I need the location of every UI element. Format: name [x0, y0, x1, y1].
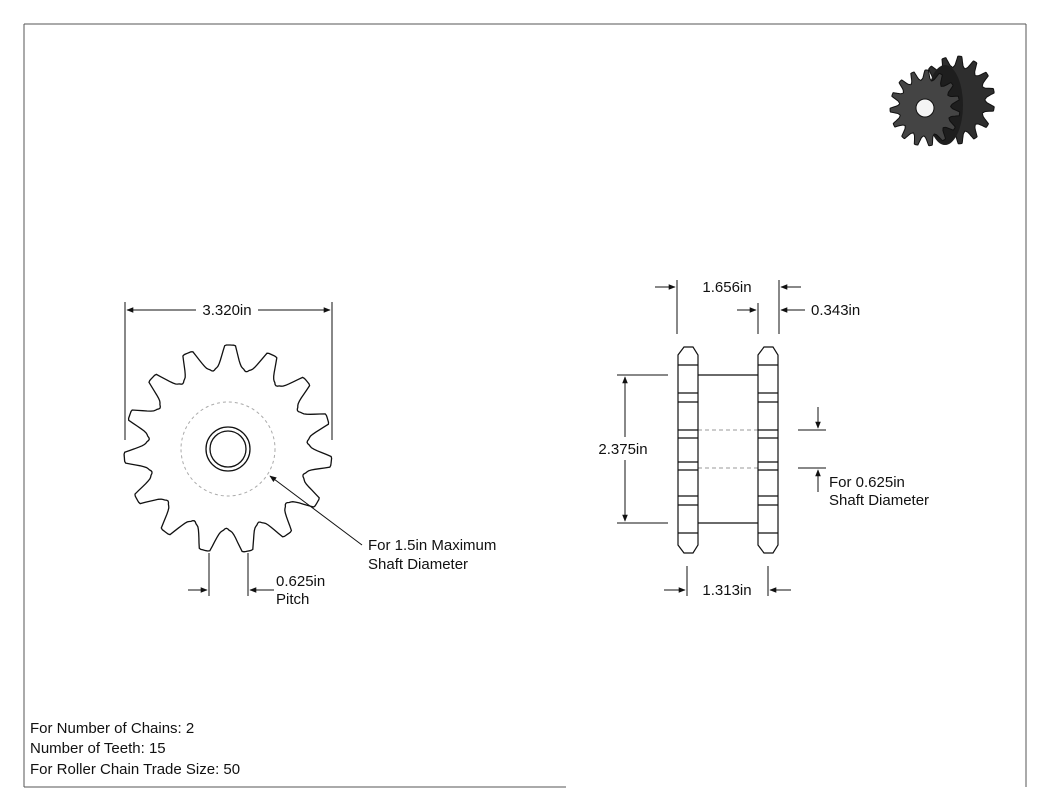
spec-number-of-chains: For Number of Chains: 2	[30, 720, 195, 737]
spec-number-of-teeth: Number of Teeth: 15	[30, 740, 166, 757]
bore-label-line1: For 0.625in	[829, 474, 905, 491]
bore-outer	[205, 426, 251, 472]
tooth-width-label: 0.343in	[811, 302, 860, 319]
isometric-sprocket-thumbnail	[889, 55, 995, 147]
side-view-dimensions	[617, 280, 826, 596]
hub-diameter-label: 2.375in	[598, 441, 647, 458]
max-bore-label-line1: For 1.5in Maximum	[368, 537, 496, 554]
right-tooth-plate	[757, 346, 779, 554]
bore-label-line2: Shaft Diameter	[829, 492, 929, 509]
bore-inner	[209, 430, 247, 468]
hub-spacing-label: 1.313in	[702, 582, 751, 599]
spec-chain-trade-size: For Roller Chain Trade Size: 50	[30, 761, 241, 778]
pitch-label: Pitch	[276, 591, 309, 608]
left-tooth-plate	[677, 346, 699, 554]
sheet-border	[23, 23, 1027, 788]
overall-width-label: 1.656in	[702, 279, 751, 296]
front-view: 3.320in 0.625in Pitch For 1.5in Maximum …	[123, 302, 496, 608]
side-view	[677, 346, 779, 554]
max-bore-circle	[180, 401, 276, 497]
max-bore-label-line2: Shaft Diameter	[368, 556, 468, 573]
sprocket-outline	[123, 344, 333, 553]
outer-diameter-label: 3.320in	[202, 302, 251, 319]
pitch-value: 0.625in	[276, 573, 325, 590]
